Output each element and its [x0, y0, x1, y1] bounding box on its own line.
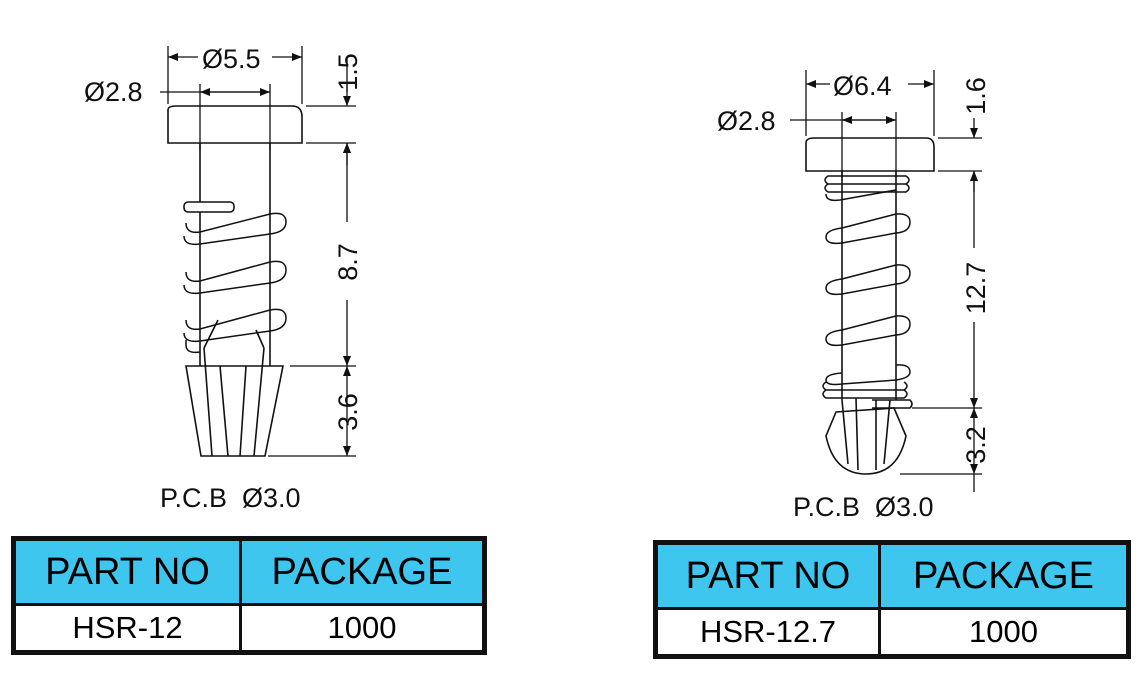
- part-no-header: PART NO: [12, 537, 242, 606]
- part-1-head-diameter-label: Ø5.5: [202, 44, 261, 74]
- part-1-head-height-label: 1.5: [333, 53, 363, 91]
- part-2-table: PART NO PACKAGE HSR-12.7 1000: [653, 540, 1131, 659]
- part-1-hole-diameter-label: Ø2.8: [84, 77, 143, 107]
- package-header: PACKAGE: [878, 541, 1130, 610]
- table-header-row: PART NO PACKAGE: [654, 541, 1130, 610]
- part-1-head: [167, 105, 303, 144]
- part-2-pcb-label: P.C.B Ø3.0: [793, 492, 934, 522]
- package-cell: 1000: [239, 603, 486, 654]
- part-2-head-diameter-label: Ø6.4: [833, 71, 892, 101]
- package-cell: 1000: [878, 607, 1130, 658]
- part-1-tip-length-label: 3.6: [333, 393, 363, 431]
- package-header: PACKAGE: [239, 537, 486, 606]
- part-2-spring-length-label: 12.7: [961, 262, 991, 315]
- part-1-dimensions: [160, 46, 356, 457]
- part-2-dimensions: [790, 70, 982, 492]
- part-1-spring: [183, 212, 287, 354]
- part-1-tip: [185, 319, 284, 457]
- part-2-head: [805, 137, 935, 172]
- part-2-hole-diameter-label: Ø2.8: [717, 106, 776, 136]
- part-1-spring-length-label: 8.7: [333, 243, 363, 281]
- part-1-table: PART NO PACKAGE HSR-12 1000: [11, 536, 487, 655]
- part-no-cell: HSR-12: [12, 603, 242, 654]
- table-row: HSR-12 1000: [12, 603, 486, 654]
- part-no-header: PART NO: [654, 541, 881, 610]
- part-2-head-height-label: 1.6: [961, 77, 991, 115]
- part-2-tip-length-label: 3.2: [961, 426, 991, 464]
- part-2-tip: [825, 397, 907, 475]
- part-1-pcb-label: P.C.B Ø3.0: [160, 483, 301, 513]
- table-header-row: PART NO PACKAGE: [12, 537, 486, 606]
- table-row: HSR-12.7 1000: [654, 607, 1130, 658]
- part-2-drawing: [805, 137, 935, 475]
- part-no-cell: HSR-12.7: [654, 607, 881, 658]
- part-2-spring: [822, 175, 913, 409]
- part-1-drawing: [167, 105, 303, 457]
